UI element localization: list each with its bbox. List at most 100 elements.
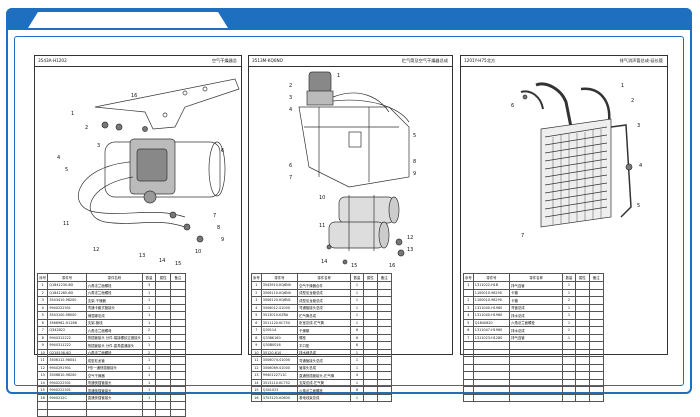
table-cell: 干燥罐	[297, 326, 352, 335]
callout-label: 13	[407, 247, 413, 253]
table-cell: 2	[251, 288, 262, 297]
table-cell	[463, 363, 474, 372]
table-row	[463, 348, 604, 357]
table-cell: 1	[141, 303, 157, 312]
table-cell	[170, 333, 186, 342]
table-cell	[472, 371, 511, 380]
table-cell	[155, 378, 172, 387]
table-cell: 空气干燥器合件	[297, 281, 352, 290]
callout-label: 1	[337, 73, 340, 79]
table-cell: 排水总成	[509, 311, 564, 320]
table-cell: Q341023	[260, 386, 299, 395]
column-header: 序号	[463, 273, 474, 282]
table-cell: 3506810-98200	[47, 371, 87, 380]
table-cell: 储湿罐总成	[85, 311, 143, 320]
exploded-drawing-air-dryer: 1 2 3 4 5 6 7 8 9 10 11 12 13 14 15 16	[57, 78, 240, 267]
table-cell: 8	[251, 333, 262, 342]
table-cell	[362, 311, 378, 320]
table-cell	[170, 341, 186, 350]
callout-label: 10	[195, 249, 201, 255]
table-cell: 1	[141, 386, 157, 395]
callout-label: 1	[621, 83, 624, 89]
table-cell	[588, 378, 604, 387]
parts-sheet-exhaust[interactable]: 1201Y-H75北方 排气消声管总成-延长管 1 2 3 4 5 6 7 序	[460, 55, 668, 402]
table-cell: 3543100-98000	[47, 311, 87, 320]
table-cell	[170, 311, 186, 320]
table-cell	[463, 341, 474, 350]
table-cell	[588, 288, 604, 297]
table-cell: 六角法兰面螺栓	[85, 281, 143, 290]
parts-sheet-air-tank[interactable]: 3513M-KQ6NO 贮气筒及空气干燥器总成	[248, 55, 453, 402]
table-cell: 4	[463, 311, 474, 320]
table-cell	[588, 386, 604, 395]
table-header-row: 序号零件号零件名称数量属性备注	[463, 273, 604, 282]
table-cell	[170, 303, 186, 312]
table-cell	[463, 371, 474, 380]
table-cell	[562, 363, 576, 372]
table-cell: 3	[141, 281, 157, 290]
sheet-title: 排气消声管总成-延长管	[619, 58, 663, 63]
table-cell	[155, 371, 172, 380]
table-cell: 14	[251, 378, 262, 387]
column-header: 序号	[251, 273, 262, 282]
table-row	[36, 408, 186, 417]
table-cell: Q30114	[260, 326, 299, 335]
table-cell: 8	[36, 333, 49, 342]
callout-label: 5	[65, 167, 68, 173]
table-cell: 3	[463, 303, 474, 312]
table-cell: 4	[36, 303, 49, 312]
column-header: 数量	[562, 273, 576, 282]
table-cell: 六角法兰面螺栓	[85, 288, 143, 297]
table-cell	[562, 371, 576, 380]
table-cell	[588, 356, 604, 365]
table-cell: 11	[36, 356, 49, 365]
parts-sheet-air-dryer[interactable]: 3543A-H1202 空气干燥器总 1 2	[34, 55, 242, 417]
column-header: 序号	[36, 273, 49, 282]
table-cell	[574, 318, 590, 327]
table-cell	[574, 363, 590, 372]
table-cell	[155, 401, 172, 410]
table-cell: 5	[36, 311, 49, 320]
table-cell	[155, 408, 172, 417]
table-cell	[362, 326, 378, 335]
table-cell: 1	[562, 281, 576, 290]
table-cell	[376, 288, 392, 297]
table-cell: 1	[350, 303, 364, 312]
table-cell: 1	[350, 311, 364, 320]
table-cell	[574, 356, 590, 365]
table-cell: 六角法兰面螺栓	[509, 318, 564, 327]
table-cell	[376, 348, 392, 357]
table-cell	[155, 303, 172, 312]
table-cell	[376, 363, 392, 372]
table-cell	[562, 348, 576, 357]
column-header: 数量	[350, 273, 364, 282]
table-cell: 13	[36, 371, 49, 380]
table-cell: 1	[141, 341, 157, 350]
table-cell	[376, 303, 392, 312]
table-cell	[376, 326, 392, 335]
table-cell: 1	[562, 318, 576, 327]
callout-label: 2	[289, 83, 292, 89]
table-cell	[362, 371, 378, 380]
table-cell: Q1841230-6D	[47, 281, 87, 290]
callout-label: 14	[321, 259, 327, 265]
callout-label: 16	[389, 263, 395, 269]
table-cell	[472, 378, 511, 387]
sheet-code: 3513M-KQ6NO	[252, 58, 283, 63]
table-cell: 1	[562, 311, 576, 320]
table-cell: 9940291901	[47, 363, 87, 372]
